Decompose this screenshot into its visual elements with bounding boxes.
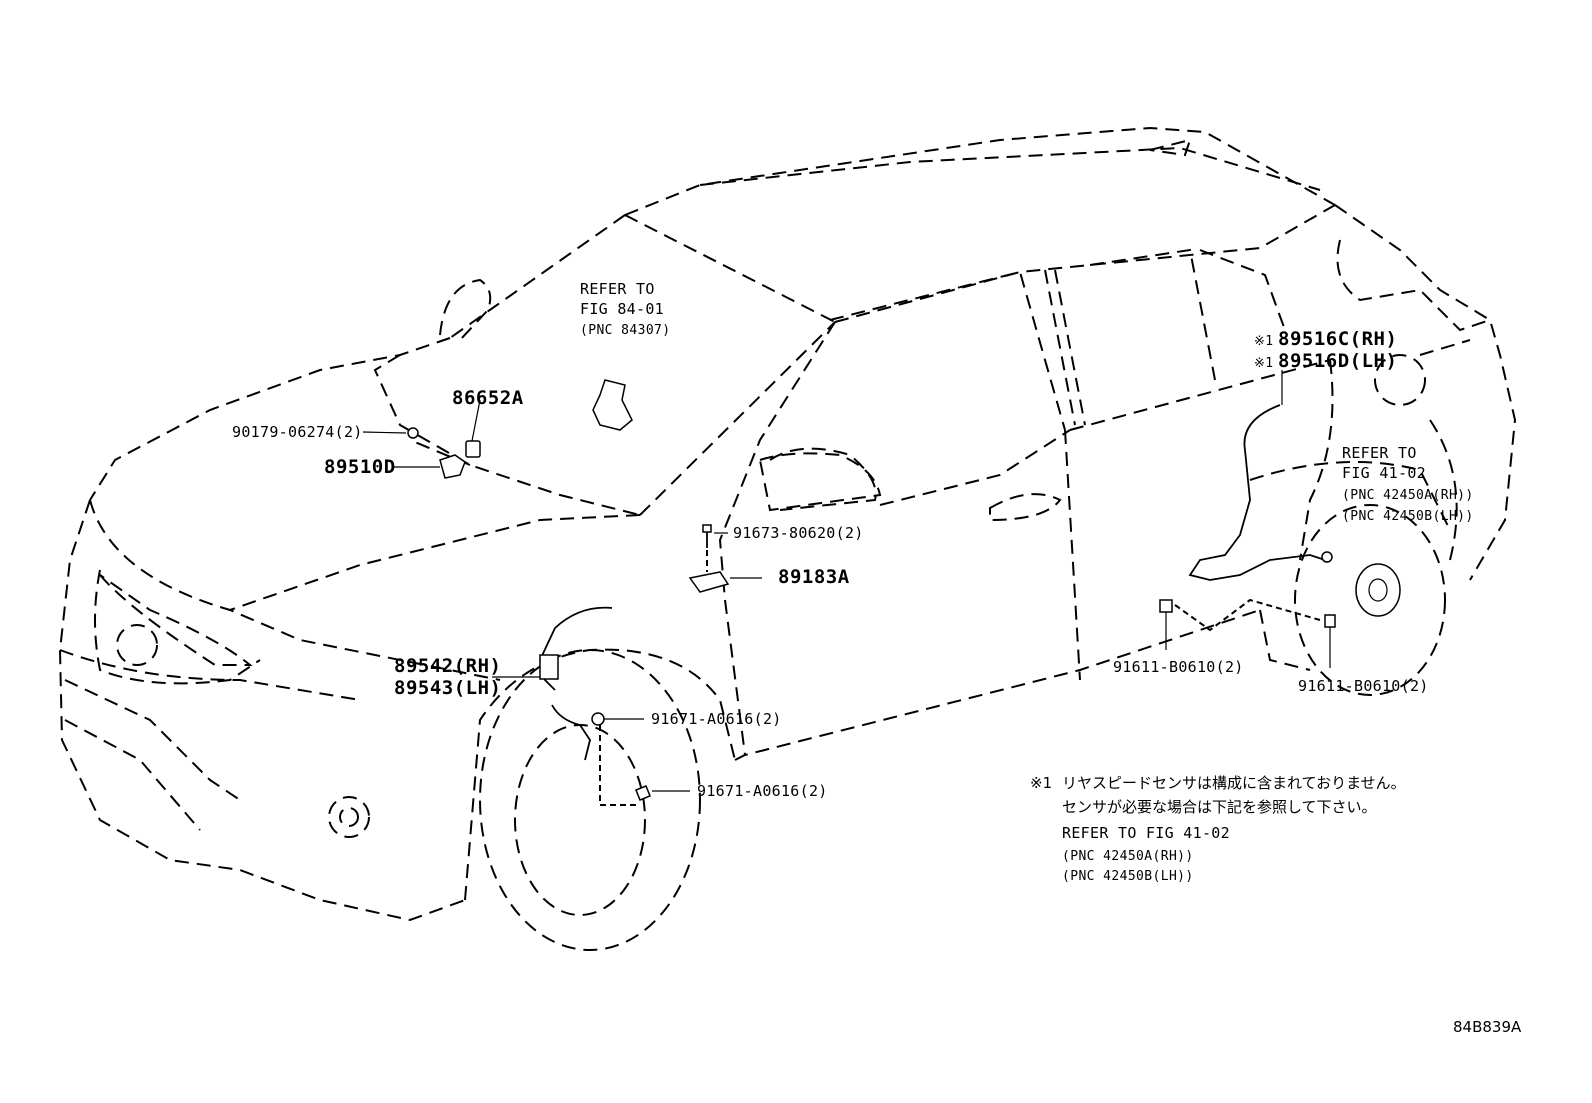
note-line5: (PNC 42450B(LH)) xyxy=(1062,869,1194,884)
part-89542-rh[interactable]: 89542(RH) xyxy=(394,655,502,677)
part-91673-80620[interactable]: 91673-80620(2) xyxy=(733,524,864,542)
refer-41-line4: (PNC 42450B(LH)) xyxy=(1342,509,1474,524)
note-mark: ※1 xyxy=(1030,774,1053,792)
note-mark-89516c: ※1 xyxy=(1254,334,1274,349)
note-line2: センサが必要な場合は下記を参照して下さい。 xyxy=(1062,798,1377,816)
refer-41-line1: REFER TO xyxy=(1342,444,1417,462)
part-91611-b0610-left[interactable]: 91611-B0610(2) xyxy=(1113,658,1244,676)
refer-41-line3: (PNC 42450A(RH)) xyxy=(1342,488,1474,503)
part-86652a[interactable]: 86652A xyxy=(452,387,524,409)
part-89543-lh[interactable]: 89543(LH) xyxy=(394,677,502,699)
figure-id: 84B839A xyxy=(1453,1018,1522,1036)
part-89510d[interactable]: 89510D xyxy=(324,456,396,478)
refer-41-line2[interactable]: FIG 41-02 xyxy=(1342,464,1426,482)
part-91671-a0616-upper[interactable]: 91671-A0616(2) xyxy=(651,710,782,728)
part-89516c-rh[interactable]: 89516C(RH) xyxy=(1278,328,1398,350)
note-line3[interactable]: REFER TO FIG 41-02 xyxy=(1062,824,1230,842)
part-91671-a0616-lower[interactable]: 91671-A0616(2) xyxy=(697,782,828,800)
refer-84-line2[interactable]: FIG 84-01 xyxy=(580,300,664,318)
part-90179-06274[interactable]: 90179-06274(2) xyxy=(232,423,363,441)
note-mark-89516d: ※1 xyxy=(1254,356,1274,371)
refer-84-line1: REFER TO xyxy=(580,280,655,298)
note-line1: リヤスピードセンサは構成に含まれておりません。 xyxy=(1062,774,1406,792)
refer-84-line3: (PNC 84307) xyxy=(580,323,671,338)
part-91611-b0610-right[interactable]: 91611-B0610(2) xyxy=(1298,677,1429,695)
part-89516d-lh[interactable]: 89516D(LH) xyxy=(1278,350,1398,372)
note-line4: (PNC 42450A(RH)) xyxy=(1062,849,1194,864)
part-89183a[interactable]: 89183A xyxy=(778,566,850,588)
